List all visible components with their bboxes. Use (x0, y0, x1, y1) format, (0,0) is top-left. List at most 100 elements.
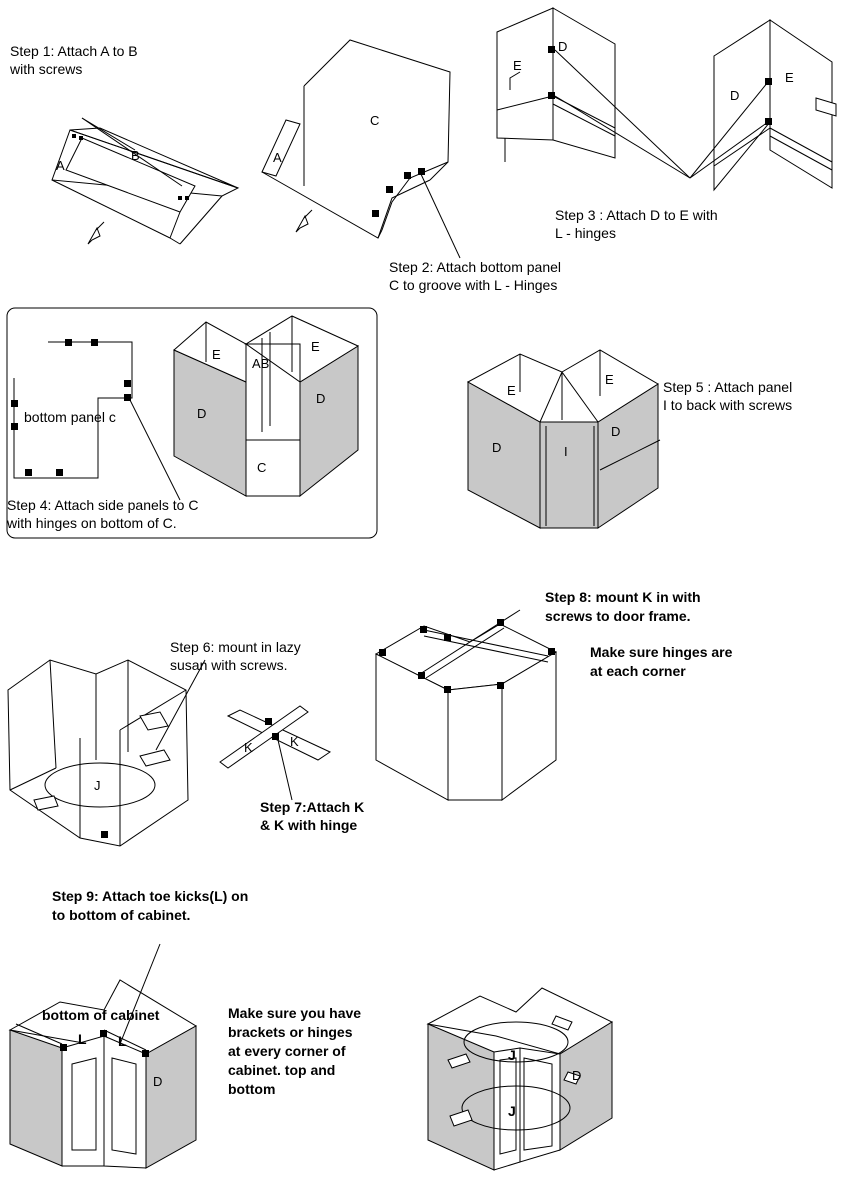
hinge-marker (11, 400, 18, 407)
hinge-marker (124, 394, 131, 401)
step4-caption-line2: with hinges on bottom of C. (6, 515, 177, 531)
step6-caption-line2: susan with screws. (170, 657, 287, 673)
hinge-marker (372, 210, 379, 217)
part-label-e: E (785, 70, 794, 85)
step9-caption-line1: Step 9: Attach toe kicks(L) on (52, 888, 248, 904)
hinge-marker (60, 1044, 67, 1051)
hinge-marker (418, 672, 425, 679)
part-label-a: A (273, 150, 282, 165)
step4-frame (6, 307, 378, 539)
hinge-marker (25, 469, 32, 476)
part-label-d: D (572, 1068, 581, 1083)
part-label-d: D (558, 39, 567, 54)
hinge-marker (444, 634, 451, 641)
part-label-d: D (153, 1074, 162, 1089)
step3-caption-line1: Step 3 : Attach D to E with (555, 207, 718, 223)
bracket-note-line2: brackets or hinges (228, 1024, 353, 1040)
hinge-note-line2: at each corner (590, 663, 686, 679)
hinge-marker (379, 649, 386, 656)
bracket-note-line5: bottom (228, 1081, 275, 1097)
screw-marker (79, 136, 83, 140)
step4-cabinet (173, 315, 360, 498)
step1-figure (51, 117, 240, 245)
hinge-marker (386, 186, 393, 193)
part-label-k: K (290, 734, 299, 749)
hinge-marker (548, 648, 555, 655)
bottom-panel-c-label: bottom panel c (24, 409, 116, 425)
part-label-e: E (513, 58, 522, 73)
hinge-marker (765, 78, 772, 85)
step8-cabinet (374, 609, 558, 801)
step3-caption-line2: L - hinges (555, 225, 616, 241)
step6-cabinet (7, 659, 206, 847)
hinge-marker (765, 118, 772, 125)
screw-marker (101, 831, 108, 838)
hinge-marker (497, 682, 504, 689)
part-label-l: L (118, 1033, 127, 1049)
part-label-e: E (311, 339, 320, 354)
step2-figure (261, 39, 451, 239)
part-label-d: D (492, 440, 501, 455)
bracket-note-line4: cabinet. top and (228, 1062, 335, 1078)
bracket-note-line1: Make sure you have (228, 1005, 361, 1021)
hinge-marker (100, 1030, 107, 1037)
step3-figure (496, 7, 837, 192)
hinge-marker (91, 339, 98, 346)
step8-caption-line1: Step 8: mount K in with (545, 589, 701, 605)
step7-caption-line2: & K with hinge (260, 817, 357, 833)
hinge-marker (11, 423, 18, 430)
step5-cabinet (466, 349, 661, 529)
part-label-d: D (316, 391, 325, 406)
final-cabinet (426, 987, 614, 1171)
screw-marker (185, 196, 189, 200)
step7-caption-line1: Step 7:Attach K (260, 799, 364, 815)
hinge-marker (420, 626, 427, 633)
hinge-marker (56, 469, 63, 476)
part-label-j: J (94, 778, 101, 793)
step7-k-brackets (219, 705, 332, 801)
hinge-marker (265, 718, 272, 725)
part-label-i: I (564, 444, 568, 459)
step6-caption-line1: Step 6: mount in lazy (170, 639, 301, 655)
bottom-of-cabinet-label: bottom of cabinet (42, 1007, 160, 1023)
hinge-marker (272, 733, 279, 740)
hinge-marker (548, 92, 555, 99)
step9-caption-line2: to bottom of cabinet. (52, 907, 190, 923)
part-label-a: A (56, 158, 65, 173)
part-label-b: B (131, 148, 140, 163)
part-label-d: D (611, 424, 620, 439)
part-label-ab: AB (252, 356, 269, 371)
part-label-j: J (508, 1103, 516, 1119)
screw-marker (72, 134, 76, 138)
step2-caption-line2: C to groove with L - Hinges (389, 277, 557, 293)
part-label-d: D (197, 406, 206, 421)
part-label-j: J (508, 1047, 516, 1063)
part-label-k: K (244, 740, 253, 755)
step2-caption-line1: Step 2: Attach bottom panel (389, 259, 561, 275)
part-label-e: E (605, 372, 614, 387)
step1-caption-line1: Step 1: Attach A to B (10, 43, 138, 59)
part-label-l: L (78, 1031, 87, 1047)
hinge-marker (444, 686, 451, 693)
step9-cabinet (8, 943, 197, 1169)
part-label-d: D (730, 88, 739, 103)
hinge-marker (418, 168, 425, 175)
hinge-marker (497, 619, 504, 626)
hinge-note-line1: Make sure hinges are (590, 644, 733, 660)
part-label-e: E (212, 347, 221, 362)
step5-caption-line1: Step 5 : Attach panel (663, 379, 792, 395)
part-label-c: C (257, 460, 266, 475)
step4-caption-line1: Step 4: Attach side panels to C (7, 497, 198, 513)
part-label-c: C (370, 113, 379, 128)
part-label-e: E (507, 383, 516, 398)
part-labels: A B A C D E D E bottom panel c E AB E D … (24, 39, 794, 1119)
hinge-marker (65, 339, 72, 346)
hinge-marker (142, 1050, 149, 1057)
step5-caption-line2: I to back with screws (663, 397, 792, 413)
hinge-marker (548, 46, 555, 53)
bracket-note-line3: at every corner of (228, 1043, 346, 1059)
hinge-marker (124, 380, 131, 387)
screw-marker (178, 196, 182, 200)
captions: Step 1: Attach A to B with screws Step 2… (6, 43, 792, 1097)
